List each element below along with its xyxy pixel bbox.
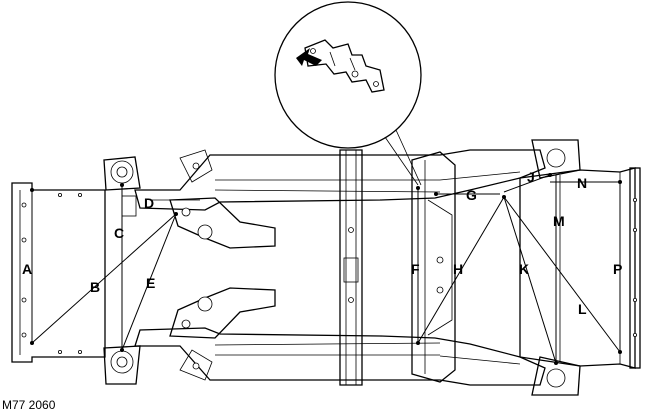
rear-right-tower — [531, 356, 581, 396]
front-right-tower — [103, 345, 141, 385]
label-j: J — [527, 169, 535, 185]
figure-id: M77 2060 — [2, 398, 56, 412]
chassis-frame — [11, 139, 641, 396]
arrow-icon — [296, 48, 322, 66]
label-g: G — [466, 187, 477, 203]
label-d: D — [144, 195, 154, 211]
label-p: P — [613, 261, 622, 277]
rear-left-tower — [531, 139, 581, 179]
measurement-lines — [30, 173, 622, 365]
front-left-tower — [103, 156, 141, 217]
label-e: E — [146, 275, 155, 291]
label-b: B — [90, 279, 100, 295]
label-h: H — [453, 261, 463, 277]
label-k: K — [519, 261, 529, 277]
label-l: L — [578, 301, 587, 317]
label-m: M — [553, 213, 565, 229]
label-n: N — [577, 175, 587, 191]
measurement-labels: A B C D E F G H J K L M N P — [22, 169, 622, 317]
detail-magnifier — [274, 1, 422, 186]
label-a: A — [22, 261, 32, 277]
label-c: C — [114, 225, 124, 241]
label-f: F — [411, 261, 420, 277]
